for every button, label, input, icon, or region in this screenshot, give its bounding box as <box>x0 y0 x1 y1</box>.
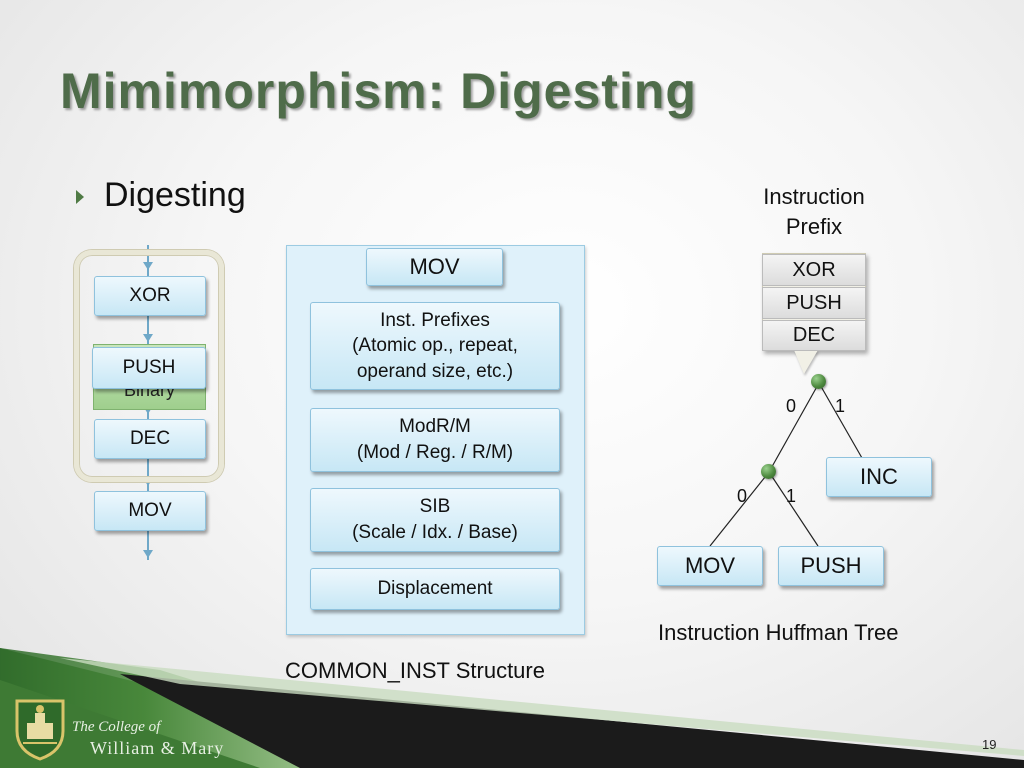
prefix-item-xor: XOR <box>762 254 866 286</box>
field-displacement: Displacement <box>310 568 560 610</box>
arrow-down-icon <box>143 334 153 342</box>
huffman-caption: Instruction Huffman Tree <box>658 620 899 645</box>
prefix-item-push: PUSH <box>762 287 866 319</box>
footer-band <box>0 648 1024 768</box>
common-inst-caption: COMMON_INST Structure <box>285 658 545 683</box>
root-edge-1: 1 <box>835 396 846 416</box>
bullet-digesting: Digesting <box>104 176 246 214</box>
bullet-arrow-icon <box>76 190 84 204</box>
root-edge-0: 0 <box>786 396 797 416</box>
child-edge-1: 1 <box>786 486 797 506</box>
callout-tail <box>794 350 818 374</box>
arrow-down-icon <box>143 550 153 558</box>
prefix-item-dec: DEC <box>762 320 866 351</box>
arrow-down-icon <box>143 406 153 414</box>
tree-root-node <box>811 374 826 389</box>
edge-child-left <box>709 471 770 547</box>
field-modrm: ModR/M (Mod / Reg. / R/M) <box>310 408 560 472</box>
binary-item-push: PUSH <box>92 347 206 389</box>
edge-root-right <box>818 382 863 459</box>
common-inst-header: MOV <box>366 248 503 286</box>
edge-child-right <box>768 471 819 547</box>
page-number: 19 <box>982 737 997 752</box>
college-crest-icon <box>15 699 65 761</box>
field-inst-prefixes: Inst. Prefixes (Atomic op., repeat, oper… <box>310 302 560 390</box>
arrow-down-icon <box>143 262 153 270</box>
child-edge-0: 0 <box>737 486 748 506</box>
leaf-inc: INC <box>826 457 932 497</box>
field-sib: SIB (Scale / Idx. / Base) <box>310 488 560 552</box>
slide-title: Mimimorphism: Digesting <box>60 63 697 119</box>
arrow-down-icon <box>143 478 153 486</box>
college-name-line1: The College of <box>72 719 161 735</box>
binary-item-xor: XOR <box>94 276 206 316</box>
digest-frame <box>74 250 224 482</box>
instruction-prefix-label: Instruction Prefix <box>763 184 865 239</box>
edge-root-left <box>768 382 820 473</box>
leaf-mov: MOV <box>657 546 763 586</box>
college-name-line2: William & Mary <box>90 738 225 758</box>
binary-item-dec: DEC <box>94 419 206 459</box>
tree-inner-node <box>761 464 776 479</box>
binary-item-mov: MOV <box>94 491 206 531</box>
leaf-push: PUSH <box>778 546 884 586</box>
